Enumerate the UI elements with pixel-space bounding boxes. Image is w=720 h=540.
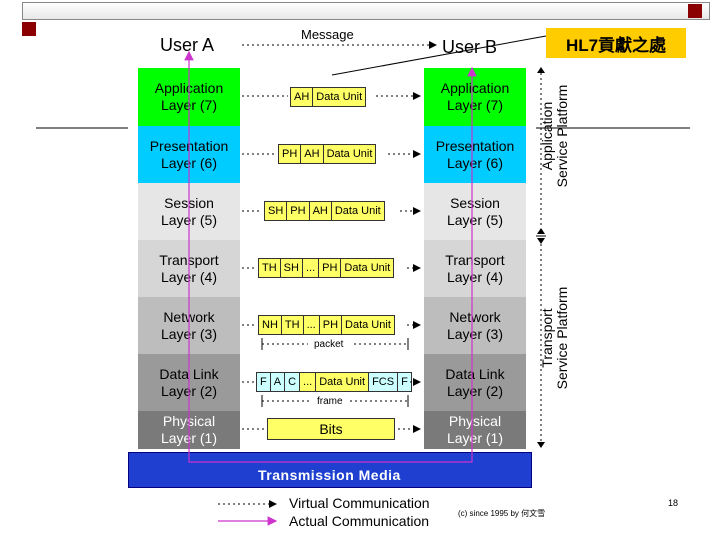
pdu-network: NH TH ... PH Data Unit: [258, 315, 395, 335]
pdu-cell: TH: [280, 315, 304, 335]
pdu-cell: Data Unit: [340, 258, 395, 278]
transmission-media-bar: [128, 452, 532, 488]
pdu-cell: Data Unit: [330, 201, 385, 221]
pdu-session: SH PH AH Data Unit: [264, 201, 385, 221]
layer-level: Layer (7): [446, 97, 504, 113]
pdu-transport: TH SH ... PH Data Unit: [258, 258, 395, 278]
pdu-bits: Bits: [267, 418, 395, 440]
pdu-cell: Data Unit: [322, 144, 377, 164]
legend-actual: Actual Communication: [289, 513, 430, 529]
pdu-cell: Data Unit: [341, 315, 395, 335]
pdu-cell: PH: [318, 315, 343, 335]
legend-virtual: Virtual Communication: [289, 495, 430, 511]
pdu-cell: NH: [258, 315, 282, 335]
platform-line: Service Platform: [554, 84, 570, 188]
layer-name: Transport: [445, 251, 505, 268]
right-layer-network: Network Layer (3): [424, 297, 526, 354]
frame-label: frame: [317, 396, 343, 407]
layer-name: Session: [450, 194, 500, 211]
user-a-label: User A: [160, 35, 215, 55]
transport-service-platform-label: Transport Service Platform: [539, 258, 572, 418]
pdu-cell: SH: [264, 201, 288, 221]
pdu-cell: AH: [308, 201, 332, 221]
platform-line: Service Platform: [554, 286, 570, 390]
right-layer-presentation: Presentation Layer (6): [424, 126, 526, 183]
pdu-cell: Data Unit: [315, 372, 370, 392]
right-layer-session: Session Layer (5): [424, 183, 526, 240]
pdu-application: AH Data Unit: [290, 87, 367, 107]
layer-name: Presentation: [435, 137, 515, 154]
layer-level: Layer (6): [446, 154, 504, 171]
transmission-media-label: Transmission Media: [258, 467, 401, 483]
pdu-presentation: PH AH Data Unit: [278, 144, 377, 164]
pdu-cell: Data Unit: [312, 87, 367, 107]
corner-square: [22, 22, 36, 36]
layer-level: Layer (5): [446, 211, 504, 228]
copyright-note: (c) since 1995 by 何文雪: [458, 509, 546, 518]
layer-level: Layer (4): [446, 268, 504, 285]
page-number: 18: [668, 498, 679, 508]
pdu-cell: PH: [278, 144, 302, 164]
pdu-data-link: F A C ... Data Unit FCS F: [256, 372, 412, 392]
layer-name: Data Link: [445, 365, 505, 382]
layer-name: Application: [440, 80, 510, 96]
right-layer-physical: Physical Layer (1): [424, 411, 526, 449]
platform-line: Transport: [539, 308, 555, 368]
layer-name: Network: [449, 308, 501, 325]
pdu-cell: F: [256, 372, 271, 392]
pdu-cell: TH: [258, 258, 281, 278]
application-service-platform-label: Application Service Platform: [539, 66, 572, 206]
right-layer-application: Application Layer (7): [424, 68, 526, 126]
pdu-cell: A: [269, 372, 286, 392]
platform-line: Application: [539, 101, 555, 171]
title-bar: [22, 2, 710, 20]
right-layer-transport: Transport Layer (4): [424, 240, 526, 297]
pdu-cell: SH: [279, 258, 303, 278]
layer-level: Layer (2): [446, 382, 504, 399]
pdu-cell: PH: [286, 201, 310, 221]
corner-square: [688, 4, 702, 18]
layer-level: Layer (3): [446, 325, 504, 342]
message-label: Message: [301, 27, 354, 42]
packet-label: packet: [314, 339, 344, 350]
pdu-cell: FCS: [368, 372, 399, 392]
layer-level: Layer (1): [446, 430, 504, 446]
layer-name: Physical: [448, 413, 502, 429]
right-layer-data-link: Data Link Layer (2): [424, 354, 526, 411]
hl7-badge: HL7貢獻之處: [546, 28, 686, 58]
